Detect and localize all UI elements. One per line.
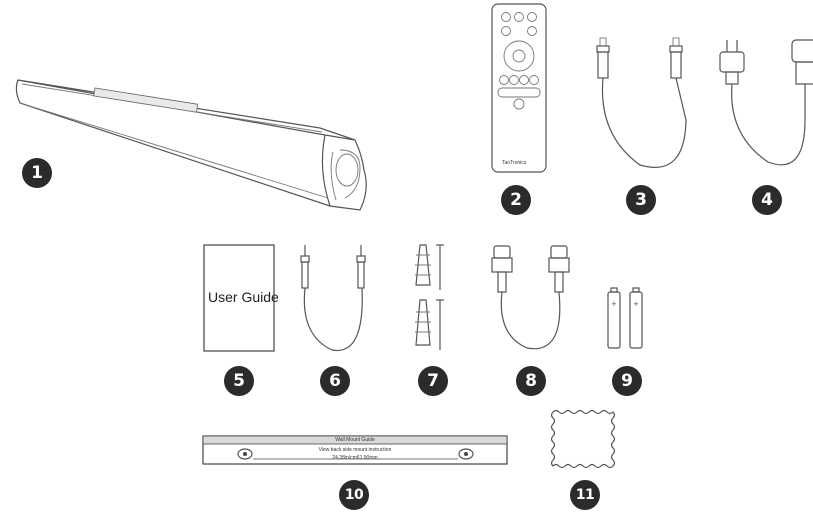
item-number-badge: 3 <box>626 185 656 215</box>
svg-text:+: + <box>611 300 617 308</box>
item-number-badge: 9 <box>612 366 642 396</box>
wall-mount-title: Wall Mount Guide <box>335 437 375 443</box>
item-number-badge: 7 <box>418 366 448 396</box>
svg-text:+: + <box>633 300 639 308</box>
user-guide-title: User Guide <box>208 289 279 305</box>
item-number-badge: 10 <box>339 480 369 510</box>
item-number-badge: 6 <box>320 366 350 396</box>
item-number-badge: 8 <box>516 366 546 396</box>
wall-mount-instruction: View back side mount instruction <box>318 447 392 453</box>
wall-mount-dimension: 24.38in/cm61.90mm <box>332 455 378 461</box>
remote-brand-label: TaoTronics <box>502 160 527 166</box>
item-number-badge: 11 <box>570 480 600 510</box>
item-number-badge: 5 <box>224 366 254 396</box>
item-number-badge: 1 <box>22 158 52 188</box>
item-number-badge: 4 <box>752 185 782 215</box>
item-number-badge: 2 <box>501 185 531 215</box>
